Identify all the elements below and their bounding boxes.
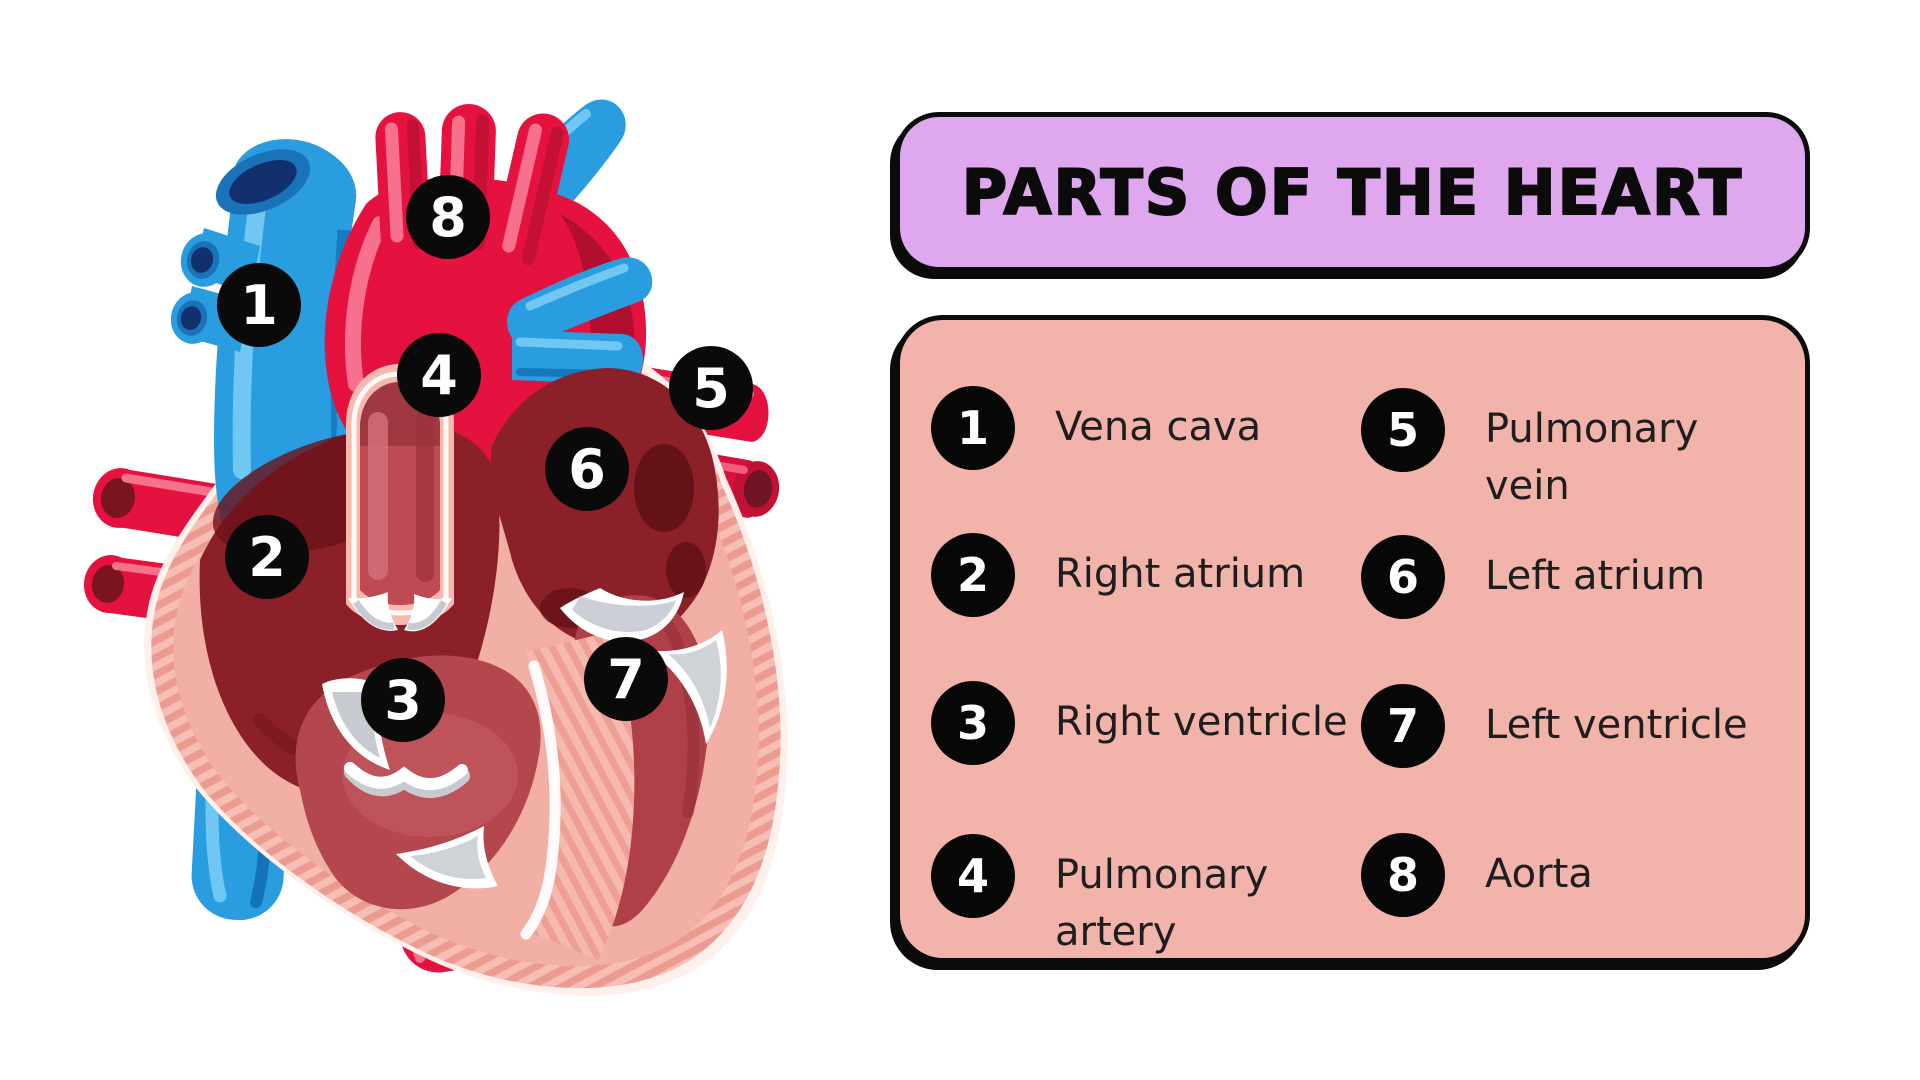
- svg-text:5: 5: [692, 357, 730, 420]
- svg-text:3: 3: [384, 669, 422, 732]
- legend-number-badge: 7: [1361, 684, 1445, 768]
- legend-label: Left ventricle: [1485, 702, 1748, 748]
- heart-diagram-illustration: 1 2 3 4 5 6 7 8: [83, 99, 788, 996]
- legend-label: Pulmonary vein: [1485, 406, 1699, 509]
- legend-item-pulmonary-vein: 5 Pulmonary vein: [1361, 388, 1698, 515]
- aortic-root-cut-tube: [346, 364, 454, 632]
- marker-right-atrium: 2: [225, 515, 309, 599]
- legend-item-pulmonary-artery: 4 Pulmonary artery: [931, 834, 1268, 961]
- marker-pulmonary-vein: 5: [669, 346, 753, 430]
- marker-aorta: 8: [406, 175, 490, 259]
- legend-number: 3: [956, 696, 989, 750]
- legend-number-badge: 4: [931, 834, 1015, 918]
- legend-item-left-atrium: 6 Left atrium: [1361, 535, 1705, 619]
- legend-item-left-ventricle: 7 Left ventricle: [1361, 684, 1748, 768]
- legend-label: Pulmonary artery: [1055, 852, 1269, 955]
- svg-text:6: 6: [568, 438, 606, 501]
- legend-number-badge: 3: [931, 681, 1015, 765]
- marker-left-ventricle: 7: [584, 637, 668, 721]
- svg-text:7: 7: [607, 648, 645, 711]
- marker-right-ventricle: 3: [361, 658, 445, 742]
- svg-text:8: 8: [429, 186, 467, 249]
- marker-vena-cava: 1: [217, 263, 301, 347]
- legend-number: 7: [1386, 699, 1419, 753]
- legend-number: 8: [1386, 848, 1419, 902]
- legend-number: 1: [956, 401, 989, 455]
- legend-label: Aorta: [1485, 851, 1593, 897]
- legend-number: 6: [1386, 550, 1419, 604]
- title-banner: PARTS OF THE HEART: [895, 112, 1810, 272]
- legend-number: 4: [956, 849, 989, 903]
- legend-item-vena-cava: 1 Vena cava: [931, 386, 1261, 470]
- legend-number-badge: 6: [1361, 535, 1445, 619]
- svg-text:2: 2: [248, 526, 286, 589]
- legend-label: Right atrium: [1055, 551, 1306, 597]
- legend-item-aorta: 8 Aorta: [1361, 833, 1593, 917]
- legend-item-right-atrium: 2 Right atrium: [931, 533, 1305, 617]
- legend-number-badge: 8: [1361, 833, 1445, 917]
- marker-left-atrium: 6: [545, 427, 629, 511]
- legend-number-badge: 1: [931, 386, 1015, 470]
- legend-number-badge: 2: [931, 533, 1015, 617]
- marker-pulmonary-artery: 4: [397, 333, 481, 417]
- svg-text:4: 4: [420, 344, 458, 407]
- legend-number: 2: [956, 548, 989, 602]
- legend-label: Vena cava: [1055, 404, 1262, 450]
- legend-number-badge: 5: [1361, 388, 1445, 472]
- legend-label: Right ventricle: [1055, 699, 1348, 745]
- legend-panel: [895, 315, 1810, 963]
- legend-number: 5: [1386, 403, 1419, 457]
- legend-label: Left atrium: [1485, 553, 1706, 599]
- svg-text:1: 1: [240, 274, 278, 337]
- page-title: PARTS OF THE HEART: [961, 155, 1744, 230]
- legend-item-right-ventricle: 3 Right ventricle: [931, 681, 1348, 765]
